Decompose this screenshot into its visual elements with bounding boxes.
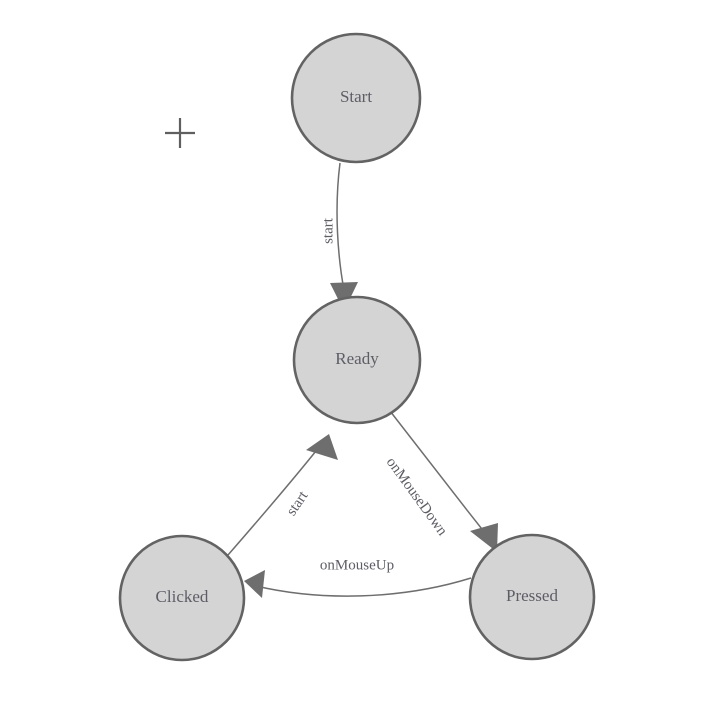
node-label-clicked: Clicked <box>156 587 209 606</box>
node-label-pressed: Pressed <box>506 586 558 605</box>
edge-path-clicked-to-ready <box>227 440 325 556</box>
node-label-start: Start <box>340 87 372 106</box>
edge-pressed-to-clicked <box>244 570 472 598</box>
arrowhead-clicked-to-ready <box>306 434 338 460</box>
arrowhead-ready-to-pressed <box>470 523 498 552</box>
node-clicked[interactable]: Clicked <box>118 534 246 662</box>
edge-path-pressed-to-clicked <box>255 577 472 597</box>
node-circle-ready[interactable] <box>292 295 422 425</box>
arrowhead-pressed-to-clicked <box>244 570 265 598</box>
edge-start-to-ready <box>330 162 358 311</box>
edge-ready-to-pressed <box>389 410 498 552</box>
node-circle-pressed[interactable] <box>468 533 596 661</box>
arrowhead-start-to-ready <box>330 282 358 311</box>
edge-clicked-to-ready <box>227 434 338 556</box>
edge-label-start-to-ready: start <box>320 217 336 244</box>
node-start[interactable]: Start <box>290 32 422 164</box>
crosshair-icon <box>165 118 195 148</box>
edge-label-pressed-to-clicked: onMouseUp <box>320 557 394 573</box>
edge-label-clicked-to-ready: start <box>284 488 312 519</box>
edge-label-ready-to-pressed: onMouseDown <box>383 455 451 540</box>
node-label-ready: Ready <box>335 349 379 368</box>
node-ready[interactable]: Ready <box>292 295 422 425</box>
node-circle-start[interactable] <box>290 32 422 164</box>
node-circle-clicked[interactable] <box>118 534 246 662</box>
edge-path-start-to-ready <box>336 162 345 291</box>
node-pressed[interactable]: Pressed <box>468 533 596 661</box>
edge-path-ready-to-pressed <box>389 410 490 539</box>
